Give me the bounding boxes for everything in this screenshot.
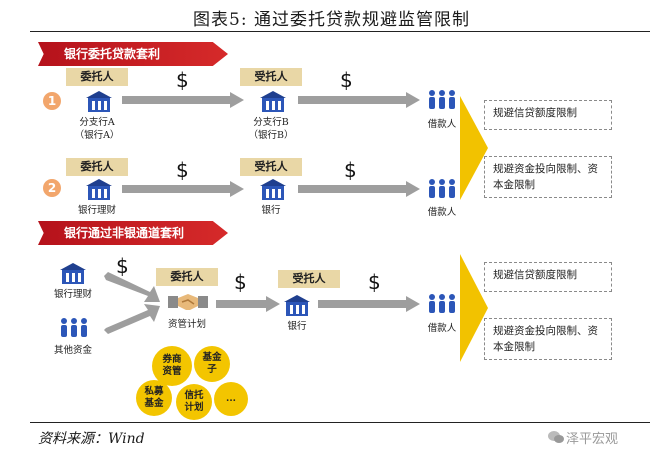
section1-outcome-credit-limit: 规避信贷额度限制 [484,100,612,130]
flow-arrow-icon [298,92,420,108]
money-symbol: $ [340,68,353,92]
outcome-line: 规避资金投向限制、资 [493,325,598,337]
converging-arrows-icon [104,272,160,334]
row2-borrower-label: 借款人 [427,207,457,218]
circle-text: 基金 [202,352,222,363]
row2-entrusting-label: 银行理财 [77,205,116,216]
section2-banner: 银行通过非银通道套利 [38,221,228,245]
bank-building-icon [260,179,286,200]
section2-outcome-capital-limit: 规避资金投向限制、资 本金限制 [484,318,612,360]
money-symbol: $ [176,158,189,182]
section1-outcome-capital-limit: 规避资金投向限制、资 本金限制 [484,156,612,198]
section1-banner: 银行委托贷款套利 [38,42,228,66]
wechat-icon [548,431,564,443]
channel-others: ... [214,382,248,416]
outcome-line: 规避资金投向限制、资 [493,163,598,175]
row1-entrusting-role: 委托人 [66,68,128,86]
row1-entrusting-label-1: 分支行A [79,117,115,128]
channel-private-fund: 私募基金 [136,380,172,416]
outcome-line: 本金限制 [493,341,535,353]
row1-borrower-label: 借款人 [427,119,457,130]
watermark: 泽平宏观 [566,432,619,447]
source-other-funds-label: 其他资金 [53,345,92,356]
bank-building-icon [284,295,310,316]
flow-arrow-icon [318,296,420,312]
title-rule [30,31,650,32]
row1-number-badge: 1 [43,92,61,110]
flow-arrow-icon [298,181,420,197]
people-group-icon [61,318,87,337]
people-group-icon [429,90,455,109]
flow-arrow-icon [216,296,280,312]
flow-arrow-icon [122,181,244,197]
row1-trustee-label-2: （银行B） [248,130,294,141]
circle-text: 私募 [144,386,164,397]
source-note: 资料来源：Wind [38,431,145,447]
bank-building-icon [86,91,112,112]
money-symbol: $ [176,68,189,92]
circle-text: 券商 [162,354,182,365]
row1-trustee-label-1: 分支行B [253,117,289,128]
bank-building-icon [60,263,86,284]
flow-arrow-icon [122,92,244,108]
handshake-icon [168,294,208,310]
asset-management-plan-label: 资管计划 [167,319,206,330]
people-group-icon [429,294,455,313]
people-group-icon [429,179,455,198]
money-symbol: $ [234,270,247,294]
channel-brokerage-am: 券商资管 [152,346,192,386]
channel-fund-subsidiary: 基金子 [194,346,230,382]
circle-text: 信托 [184,390,204,401]
section2-trustee-role: 受托人 [278,270,340,288]
row2-trustee-role: 受托人 [240,158,302,176]
money-symbol: $ [116,254,129,278]
money-symbol: $ [344,158,357,182]
bank-building-icon [86,179,112,200]
row2-number-badge: 2 [43,179,61,197]
circle-text: 资管 [162,366,182,377]
channel-trust-plan: 信托计划 [176,384,212,420]
source-bank-wmp-label: 银行理财 [53,289,92,300]
bank-building-icon [260,91,286,112]
circle-text: 基金 [144,398,164,409]
row2-trustee-label: 银行 [261,205,281,216]
section2-outcome-credit-limit: 规避信贷额度限制 [484,262,612,292]
row2-entrusting-role: 委托人 [66,158,128,176]
footer-rule [30,422,650,423]
circle-text: 计划 [184,402,204,413]
section2-entrusting-role: 委托人 [156,268,218,286]
money-symbol: $ [368,270,381,294]
row1-trustee-role: 受托人 [240,68,302,86]
section2-trustee-label: 银行 [287,321,307,332]
section2-borrower-label: 借款人 [427,323,457,334]
diagram-title: 图表5: 通过委托贷款规避监管限制 [193,10,470,30]
row1-entrusting-label-2: （银行A） [74,130,120,141]
circle-text: 子 [207,364,217,375]
outcome-line: 本金限制 [493,179,535,191]
